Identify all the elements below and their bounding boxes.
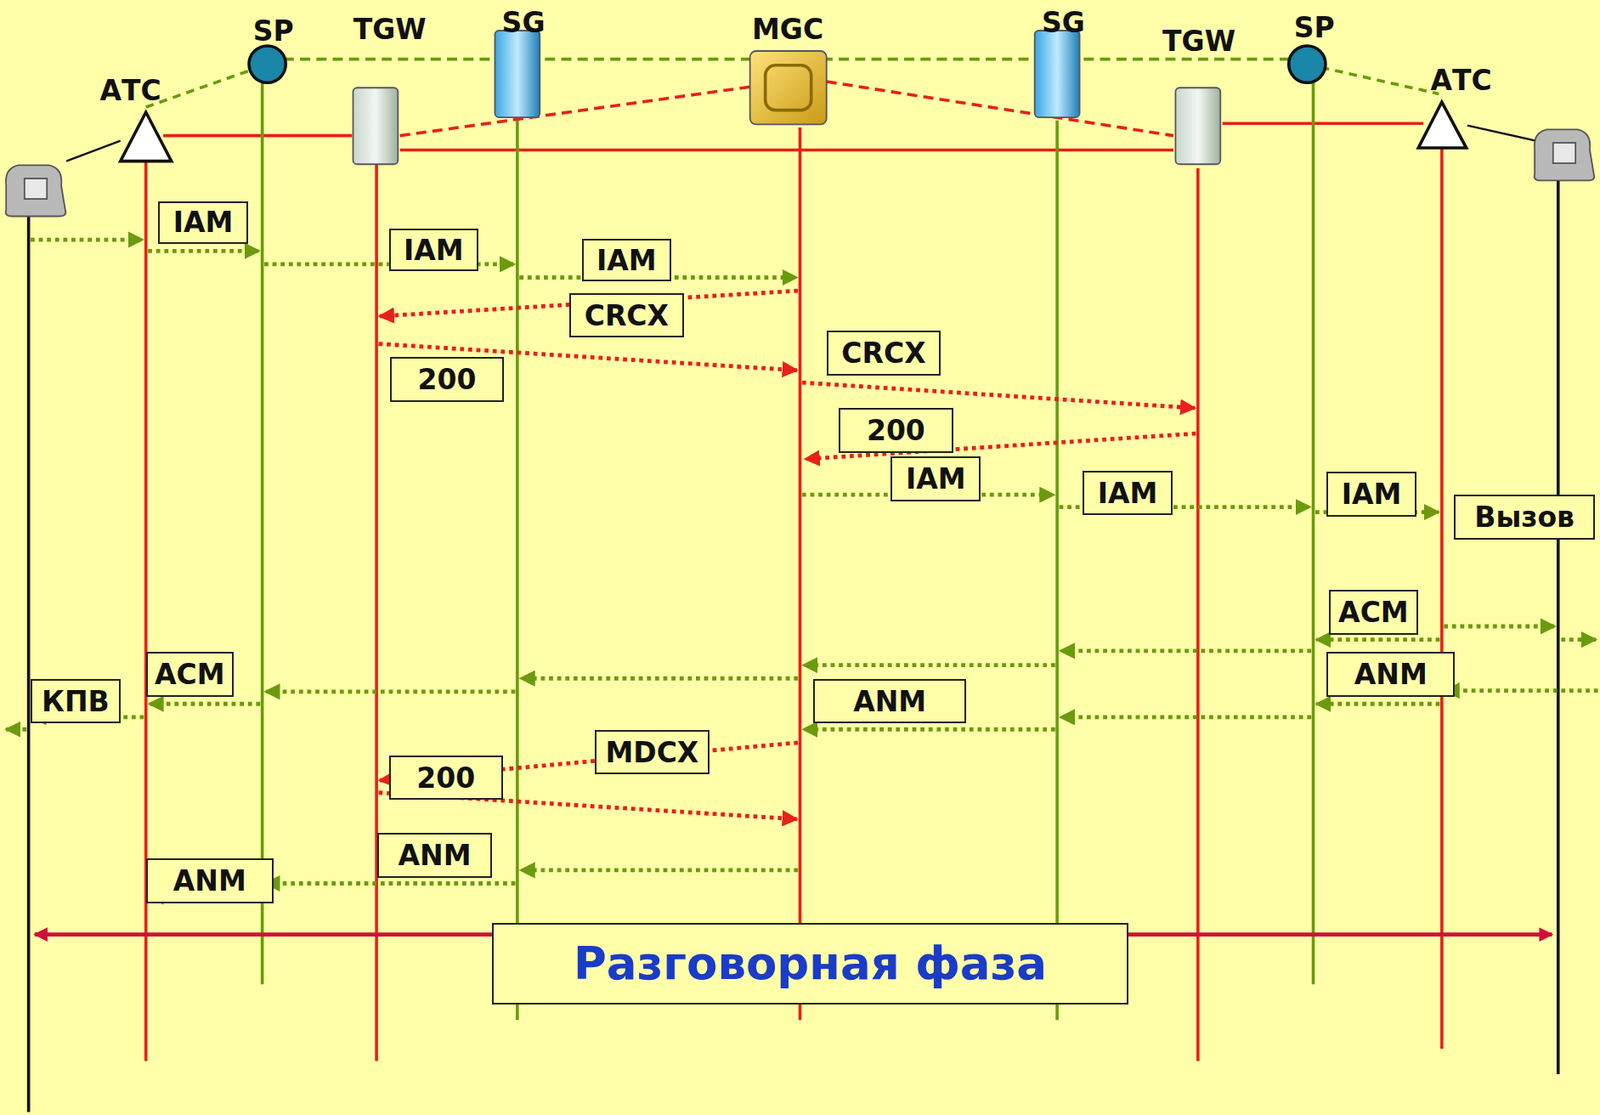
message-name: 200	[418, 362, 477, 396]
message-name: 200	[866, 413, 926, 447]
message-name: Вызов	[1474, 500, 1575, 534]
message-name: КПВ	[41, 684, 110, 719]
entity-name: АТС	[100, 73, 162, 107]
message-name: ACM	[154, 657, 226, 691]
message-name: 200	[416, 761, 475, 795]
entity-name: АТС	[1430, 62, 1493, 97]
message-name: Разговорная фаза	[573, 937, 1047, 990]
entity-name: TGW	[1162, 24, 1236, 58]
message-name: IAM	[173, 205, 234, 239]
entity-name: SP	[1294, 11, 1335, 45]
message-name: IAM	[1097, 476, 1159, 510]
phase-box: Разговорная фаза	[491, 922, 1129, 1005]
message-box: Вызов	[1453, 494, 1595, 540]
message-name: ANM	[173, 864, 247, 898]
message-box: CRCX	[826, 330, 942, 376]
message-box: IAM	[158, 201, 249, 244]
message-box: IAM	[582, 238, 673, 282]
message-box: CRCX	[569, 293, 685, 339]
message-name: IAM	[596, 243, 657, 278]
message-box: ANM	[146, 858, 274, 904]
message-box: 200	[838, 407, 954, 453]
entity-name: MGC	[751, 11, 824, 46]
message-name: CRCX	[841, 336, 926, 370]
message-box: КПВ	[30, 678, 121, 724]
message-box: IAM	[890, 456, 981, 502]
message-box: ACM	[146, 651, 234, 697]
message-box: IAM	[1326, 471, 1417, 517]
message-name: ANM	[1354, 657, 1428, 691]
message-box: ANM	[813, 678, 967, 724]
message-name: MDCX	[604, 735, 699, 769]
message-name: IAM	[905, 462, 967, 496]
entity-name: SP	[253, 14, 294, 48]
message-name: ACM	[1338, 595, 1409, 629]
message-name: IAM	[403, 233, 464, 267]
message-box: ANM	[1326, 651, 1455, 697]
message-box: ACM	[1328, 589, 1420, 635]
message-name: ANM	[398, 838, 472, 872]
entity-name: SG	[1041, 5, 1086, 40]
message-box: MDCX	[594, 729, 710, 775]
message-box: IAM	[389, 228, 480, 272]
message-box: 200	[389, 755, 504, 801]
message-box: IAM	[1082, 470, 1173, 516]
message-box: ANM	[377, 832, 492, 878]
message-name: ANM	[853, 684, 927, 719]
message-name: CRCX	[584, 299, 669, 333]
entity-name: SG	[502, 5, 546, 40]
entity-name: TGW	[353, 11, 427, 46]
message-name: IAM	[1341, 477, 1403, 511]
message-box: 200	[390, 356, 505, 402]
